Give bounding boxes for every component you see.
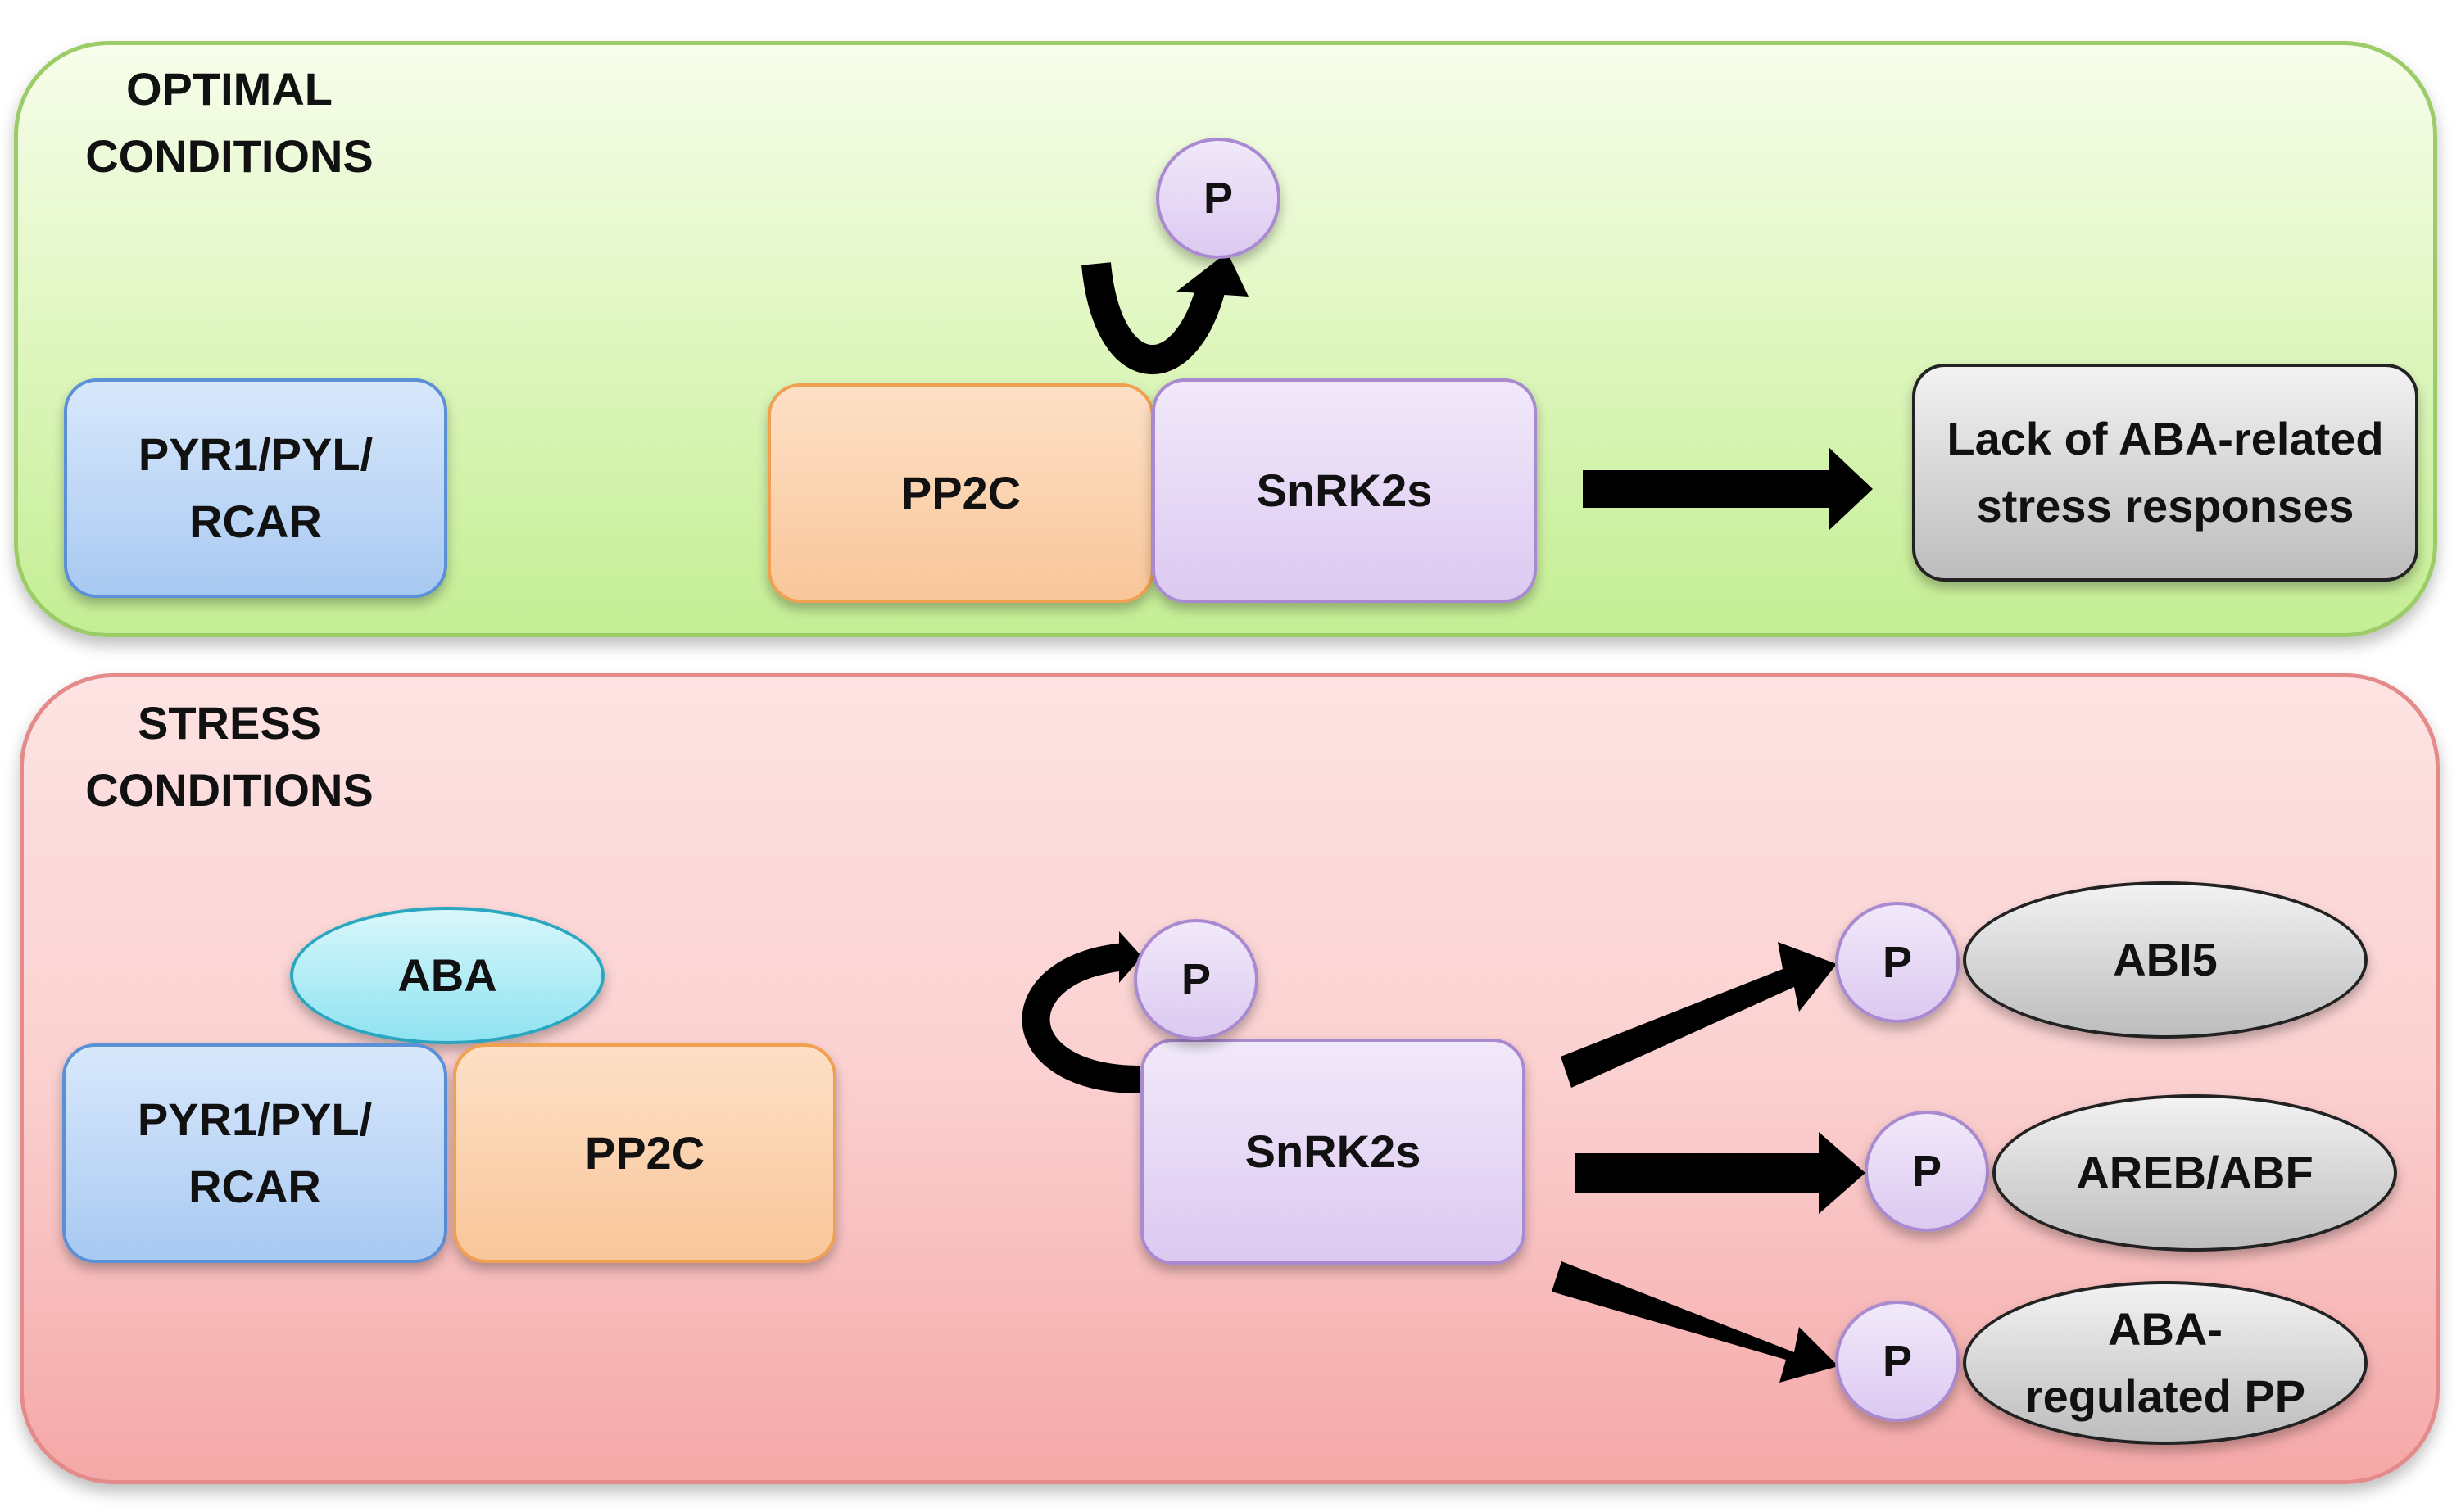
abi5-target: ABI5 [1963,881,2368,1039]
snrk2-kinase: SnRK2s [1152,378,1537,603]
lack-of-stress-responses-outcome: Lack of ABA-related stress responses [1912,364,2418,582]
arrow-to-areb-abf [1575,1132,1865,1214]
aba-regulated-pp-phosphate: P [1835,1301,1960,1422]
areb-abf-target: AREB/ABF [1992,1094,2397,1252]
pp2c-phosphatase: PP2C [768,383,1154,603]
abi5-phosphate: P [1835,902,1960,1023]
aba-bound-receptor: PYR1/PYL/ RCAR [62,1043,447,1263]
outcome-arrow-head [1829,447,1873,531]
autophosphorylation-arrowhead [1119,931,1142,983]
areb-abf-phosphate: P [1865,1111,1989,1232]
arrow-to-aba-regulated-pp [1552,1261,1838,1383]
snrk2-autophosphate: P [1134,919,1258,1040]
sequestered-pp2c: PP2C [453,1043,836,1263]
pyr-pyl-rcar-receptor: PYR1/PYL/ RCAR [64,378,447,598]
optimal-conditions-title: OPTIMAL CONDITIONS [85,63,374,182]
arrow-to-abi5 [1561,942,1837,1088]
aba-hormone: ABA [290,907,605,1044]
aba-regulated-pp-target: ABA- regulated PP [1963,1281,2368,1445]
active-snrk2-kinase: SnRK2s [1140,1039,1525,1265]
release-curve-arrowhead [1176,252,1249,297]
outcome-arrow-shaft [1583,470,1829,508]
release-curve-arrow [1081,262,1226,374]
autophosphorylation-arrow [1022,943,1141,1093]
stress-conditions-title: STRESS CONDITIONS [85,697,374,816]
released-phosphate: P [1156,138,1280,259]
